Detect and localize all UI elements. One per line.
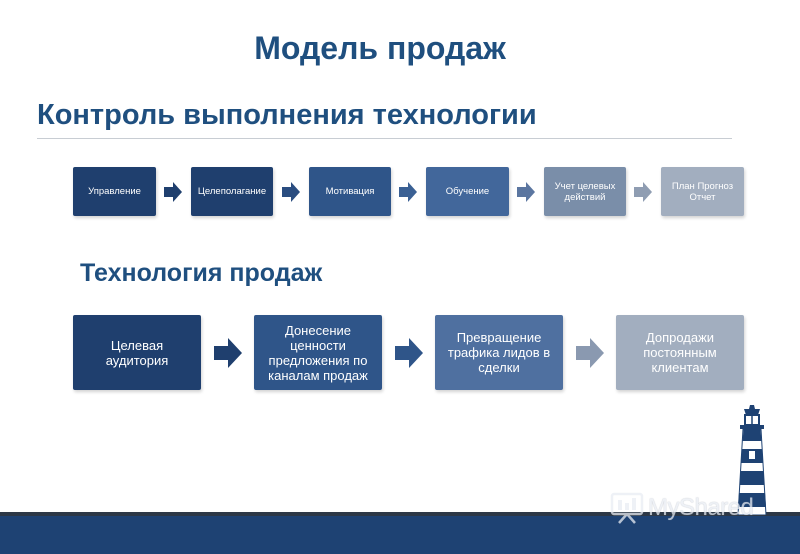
arrow-right-icon bbox=[517, 182, 535, 202]
sales-step-value-delivery: Донесение ценности предложения по канала… bbox=[254, 315, 382, 390]
arrow-right-icon bbox=[399, 182, 417, 202]
arrow-right-icon bbox=[634, 182, 652, 202]
presentation-board-icon bbox=[610, 492, 644, 524]
sales-step-lead-conversion: Превращение трафика лидов в сделки bbox=[435, 315, 563, 390]
slide-title: Модель продаж bbox=[254, 30, 506, 66]
watermark-text: MyShared bbox=[648, 494, 754, 521]
process-step-celepolaganie: Целеполагание bbox=[191, 167, 273, 216]
arrow-right-icon bbox=[576, 338, 604, 368]
arrow-right-icon bbox=[164, 182, 182, 202]
arrow-right-icon bbox=[214, 338, 242, 368]
lighthouse-icon bbox=[737, 405, 767, 515]
process-step-motivaciya: Мотивация bbox=[309, 167, 391, 216]
arrow-right-icon bbox=[395, 338, 423, 368]
watermark: MyShared bbox=[610, 492, 754, 524]
section-heading-control: Контроль выполнения технологии bbox=[37, 99, 537, 131]
process-step-obuchenie: Обучение bbox=[426, 167, 509, 216]
process-step-uchet: Учет целевых действий bbox=[544, 167, 626, 216]
sales-step-upsell: Допродажи постоянным клиентам bbox=[616, 315, 744, 390]
section-heading-sales: Технология продаж bbox=[80, 259, 323, 287]
footer-bar bbox=[0, 512, 800, 554]
heading-divider bbox=[37, 138, 732, 139]
sales-step-target-audience: Целевая аудитория bbox=[73, 315, 201, 390]
arrow-right-icon bbox=[282, 182, 300, 202]
process-step-plan: План Прогноз Отчет bbox=[661, 167, 744, 216]
process-step-upravlenie: Управление bbox=[73, 167, 156, 216]
